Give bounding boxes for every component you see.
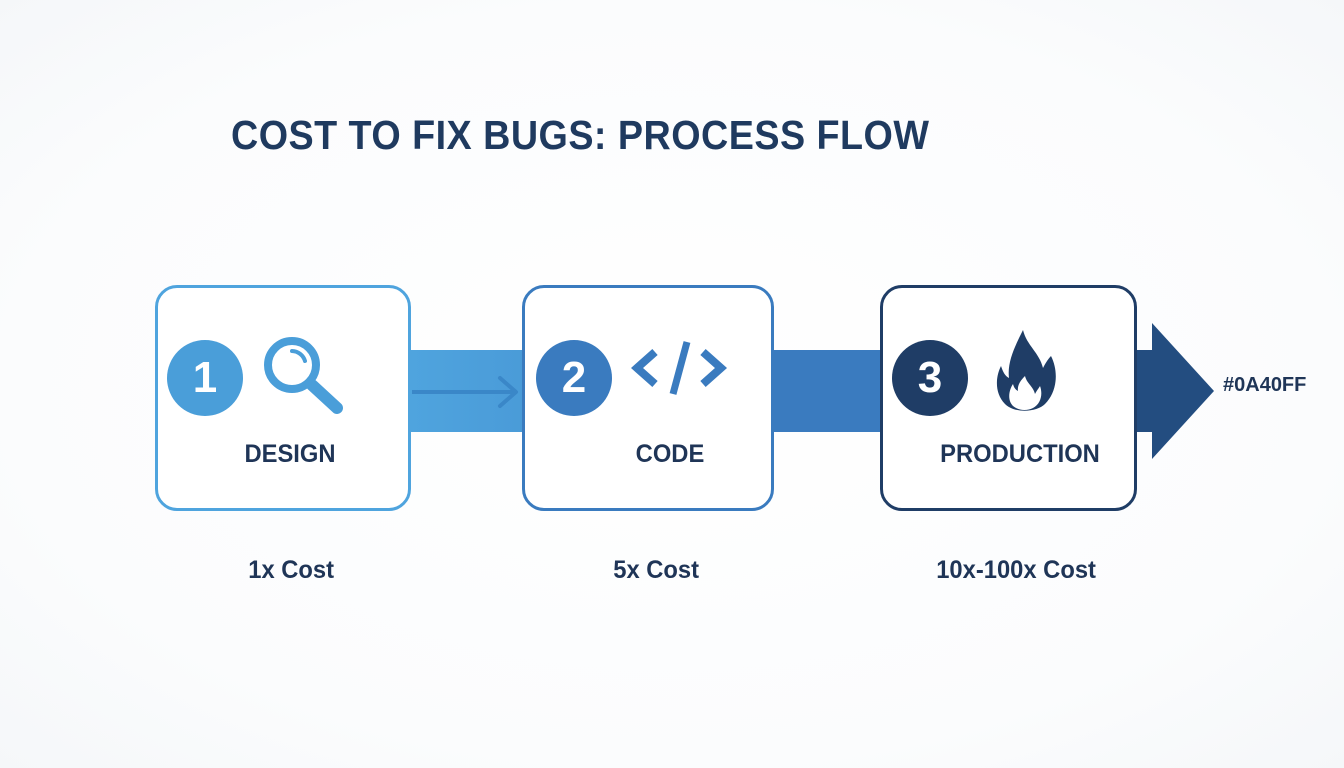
stage-number-badge: 3 [892,340,968,416]
stage-number-badge: 2 [536,340,612,416]
code-icon [631,341,728,395]
stage-label: CODE [635,440,705,468]
stage-label: PRODUCTION [940,440,1100,468]
flow-arrowhead [1152,323,1214,459]
magnifier-icon [264,337,343,414]
stage-card-code: 2 CODE [522,285,774,511]
arrow-right-icon [412,376,518,408]
connector-band-3 [1135,350,1155,432]
stage-card-design: 1 DESIGN [155,285,411,511]
connector-band-2 [772,350,882,432]
stage-number-badge: 1 [167,340,243,416]
diagram-title: COST TO FIX BUGS: PROCESS FLOW [231,112,930,158]
cost-label-design: 1x Cost [248,556,335,584]
cost-label-code: 5x Cost [613,556,700,584]
color-code-annotation: #0A40FF [1223,374,1307,396]
cost-label-production: 10x-100x Cost [936,556,1096,584]
stage-label: DESIGN [244,440,336,468]
stage-card-production: 3 PRODUCTION [880,285,1137,511]
fire-icon [996,330,1056,411]
